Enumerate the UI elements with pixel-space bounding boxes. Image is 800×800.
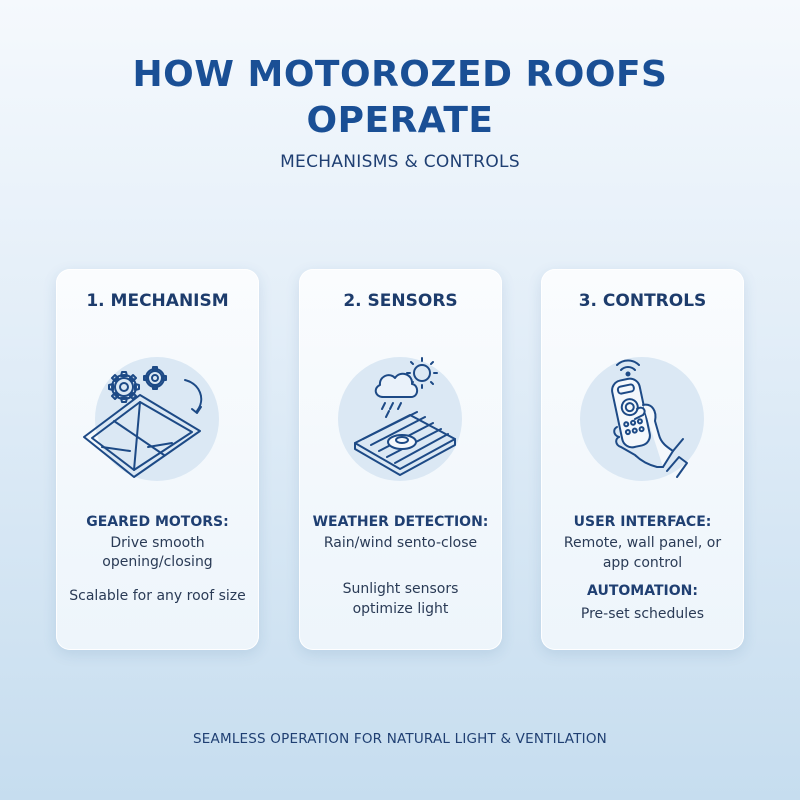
page-subtitle: MECHANISMS & CONTROLS [280, 152, 520, 172]
text-pre-set-schedules: Pre-set schedules [580, 606, 705, 622]
footer-tagline: SEAMLESS OPERATION FOR NATURAL LIGHT & V… [193, 731, 607, 747]
text-drive-smooth: Drive smooth opening/closing [102, 535, 213, 570]
heading-automation: AUTOMATION: [587, 583, 698, 599]
text-sunlight-sensors: Sunlight sensors [342, 581, 459, 597]
text-app-control: app control [602, 555, 683, 571]
text-scalable: Scalable for any roof size [69, 588, 246, 604]
card-title-sensors: 2. SENSORS [343, 291, 458, 311]
page-title-line-1: HOW MOTOROZED ROOFS [132, 54, 668, 95]
heading-user-interface: USER INTERFACE: [573, 514, 712, 530]
card-title-controls: 3. CONTROLS [578, 291, 707, 311]
page-title-line-2: OPERATE [306, 100, 494, 141]
weather-sensor-roof-icon [315, 339, 485, 489]
card-title-mechanism: 1. MECHANISM [86, 291, 229, 311]
text-rain-wind: Rain/wind sento-close [323, 535, 478, 551]
heading-geared-motors: GEARED MOTORS: [86, 514, 229, 530]
gears-roof-panel-icon [72, 339, 242, 489]
text-optimize-light: optimize light [352, 601, 449, 617]
card-controls: 3. CONTROLS [541, 269, 744, 650]
text-remote-wall-panel: Remote, wall panel, or [563, 535, 722, 551]
card-mechanism: 1. MECHANISM [56, 269, 259, 650]
heading-weather-detection: WEATHER DETECTION: [312, 514, 489, 530]
remote-control-hand-icon [557, 339, 727, 489]
card-sensors: 2. SENSORS WEATHER DETECTION: Rain/wind … [299, 269, 502, 650]
page-title: HOW MOTOROZED ROOFS OPERATE [0, 52, 800, 144]
